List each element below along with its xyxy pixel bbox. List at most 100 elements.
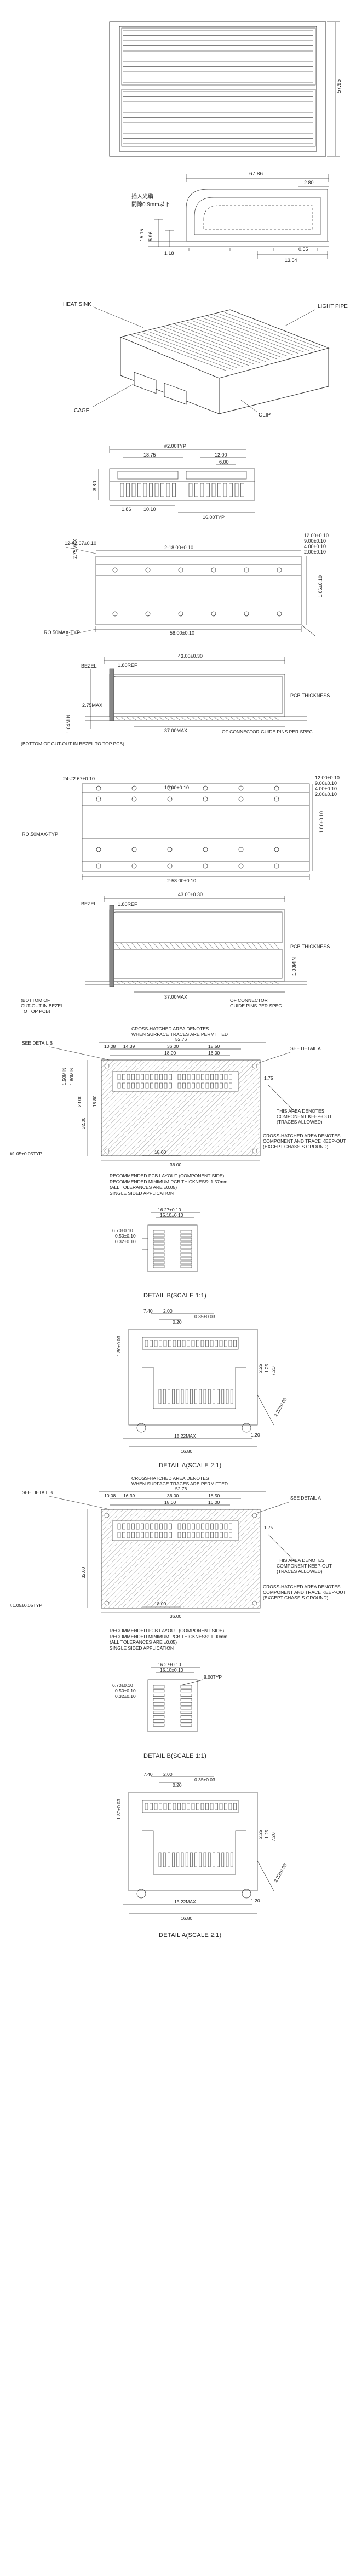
detail-pin xyxy=(194,1852,197,1867)
detail-b-2: 16.27±0.10 15.10±0.10 6.70±0.10 0.50±0.1… xyxy=(112,1662,222,1732)
mounting-hole xyxy=(211,567,216,573)
detail-a-2: 7.40 2.00 0.20 0.35±0.03 1.80±0.03 2.25 … xyxy=(116,1771,288,1921)
mounting-hole xyxy=(178,567,183,573)
detail-pin xyxy=(194,1389,197,1404)
hatch-line xyxy=(186,942,192,950)
detail-pin xyxy=(158,1389,162,1404)
dim-w2: 36.00 xyxy=(167,1493,179,1498)
pcb-pad xyxy=(196,1532,200,1538)
detail-pin xyxy=(190,1852,193,1867)
fin-block xyxy=(121,89,316,147)
dim-j: 7.20 xyxy=(271,1366,276,1376)
detail-pad xyxy=(180,1230,192,1234)
hatch-line xyxy=(142,981,148,985)
detail-pin xyxy=(187,1803,190,1810)
mounting-hole xyxy=(238,863,244,869)
detail-pad xyxy=(180,1241,192,1245)
pcb-pad xyxy=(127,1074,130,1080)
detail-pad xyxy=(153,1238,165,1241)
pcb-pad xyxy=(220,1074,223,1080)
detail-pad xyxy=(153,1719,165,1723)
front-connector-view: #2.00TYP 18.75 12.00 6.00 1.86 10.10 16.… xyxy=(92,443,255,520)
detail-pin xyxy=(199,1389,202,1404)
pcb-pad xyxy=(169,1532,172,1538)
hatch-line xyxy=(213,981,220,985)
hatch-line xyxy=(246,981,252,985)
dim-w2: 36.00 xyxy=(167,1044,179,1049)
pcb-pad xyxy=(145,1523,149,1530)
hatch-line xyxy=(142,716,148,721)
mounting-hole xyxy=(274,785,279,791)
pcb-pad xyxy=(117,1532,121,1538)
mounting-hole xyxy=(96,785,101,791)
dim-w2: 12.00 xyxy=(215,452,227,458)
pcb-pad xyxy=(205,1532,209,1538)
detail-pin xyxy=(230,1389,233,1404)
detail-pad xyxy=(180,1264,192,1268)
detail-pin xyxy=(150,1803,153,1810)
detail-a-caption: DETAIL A(SCALE 2:1) xyxy=(159,1462,222,1469)
pcb-pad xyxy=(150,1523,153,1530)
detail-pin xyxy=(177,1340,181,1347)
pcb-pad xyxy=(145,1532,149,1538)
detail-pin xyxy=(224,1340,227,1347)
label-ch-3: (EXCEPT CHASSIS GROUND) xyxy=(263,1595,329,1600)
connector-pin xyxy=(120,483,124,497)
detail-pin xyxy=(181,1852,184,1867)
mounting-hole xyxy=(167,863,173,869)
pcb-pad xyxy=(205,1074,209,1080)
dim-pitch: 19.00±0.10 xyxy=(164,785,189,790)
dim-f: 8.00TYP xyxy=(204,1674,222,1680)
detail-pin xyxy=(233,1803,237,1810)
pcb-hole xyxy=(104,1063,110,1069)
connector-pin xyxy=(223,483,227,497)
detail-pad xyxy=(153,1694,165,1697)
hatch-line xyxy=(202,716,209,721)
label-of-connector: OF CONNECTOR xyxy=(230,998,268,1003)
dim-width: 43.00±0.30 xyxy=(178,892,203,897)
connector-pin xyxy=(154,483,159,497)
label-area-1: THIS AREA DENOTES xyxy=(277,1108,325,1114)
detail-a-pins xyxy=(145,1340,237,1404)
hatch-line xyxy=(114,716,121,721)
mounting-hole xyxy=(131,785,137,791)
iso-fin xyxy=(224,312,321,349)
pcb-pad xyxy=(145,1082,149,1089)
detail-pad xyxy=(180,1715,192,1718)
label-cage: CAGE xyxy=(74,408,90,414)
dim-a: 7.40 xyxy=(143,1771,153,1777)
hatch-line xyxy=(120,716,127,721)
hatch-line xyxy=(229,981,236,985)
detail-pin xyxy=(196,1340,199,1347)
connector-pin xyxy=(131,483,136,497)
detail-pad xyxy=(153,1230,165,1234)
hatch-line xyxy=(169,981,176,985)
detail-pin xyxy=(150,1340,153,1347)
detail-pin xyxy=(176,1852,180,1867)
detail-pin xyxy=(168,1803,171,1810)
hatch-line xyxy=(197,716,203,721)
pcb-layout-100: CROSS-HATCHED AREA DENOTES WHEN SURFACE … xyxy=(10,1475,346,1619)
label-guide-pins: GUIDE PINS PER SPEC xyxy=(230,1003,282,1008)
detail-pin xyxy=(208,1852,211,1867)
mounting-hole xyxy=(277,611,282,617)
dim-holes: 12-#2.67±0.10 xyxy=(65,540,96,546)
detail-b2-caption: DETAIL B(SCALE 1:1) xyxy=(143,1753,207,1759)
pcb-pad xyxy=(164,1523,168,1530)
connector-pin xyxy=(143,483,147,497)
heatsink-fins xyxy=(121,27,316,147)
hatch-line xyxy=(186,981,192,985)
hatch-line xyxy=(114,981,121,985)
dim-d: 0.50±0.10 xyxy=(115,1688,136,1694)
hatch-line xyxy=(164,716,170,721)
detail-pad xyxy=(153,1241,165,1245)
detail-pin xyxy=(228,1803,232,1810)
detail-pin xyxy=(221,1389,225,1404)
detail-pin xyxy=(159,1803,162,1810)
iso-fin xyxy=(136,334,233,370)
detail-pad xyxy=(153,1723,165,1727)
label-pcb-thickness: PCB THICKNESS xyxy=(290,944,330,949)
dim-f: 15.22MAX xyxy=(174,1899,196,1905)
pcb-note-line: SINGLE SIDED APPLICATION xyxy=(110,1645,174,1651)
pcb-pad xyxy=(131,1532,135,1538)
